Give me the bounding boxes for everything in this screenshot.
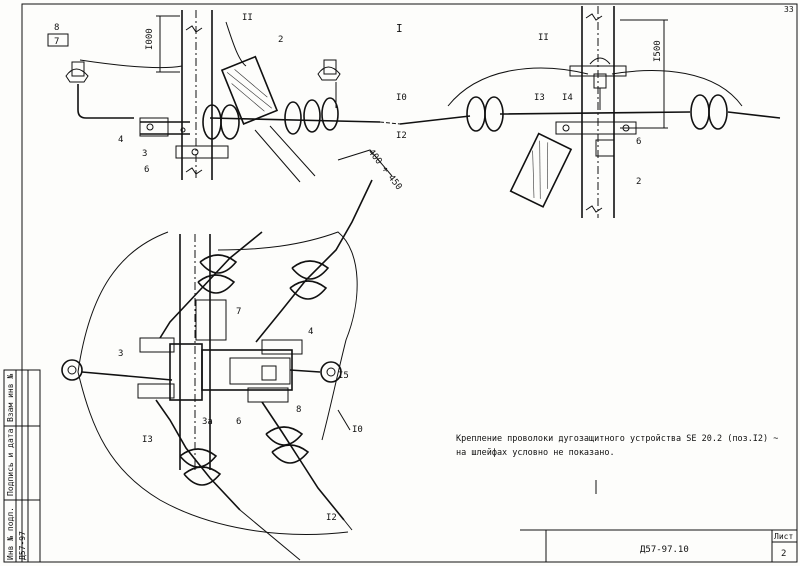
top-right-view [399,6,781,218]
callout-15: I5 [338,371,349,381]
document-code: Д57-97.10 [640,545,689,555]
sheet-label: Лист [774,532,793,541]
callout-5-left: 6 [144,165,149,175]
note-line-2: на шлейфах условно не показано. [456,448,615,458]
insulator [199,254,238,274]
callout-5-plan: 6 [236,417,241,427]
callout-13-top: I3 [534,93,545,103]
conductor-loop [77,231,358,535]
callout-14: I4 [562,93,573,103]
callout-3-left: 3 [142,149,147,159]
arc-loop [447,67,743,107]
pin-insulator [65,68,89,83]
callout-6: 7 [236,307,241,317]
note-line-1: Крепление проволоки дугозащитного устрой… [456,434,778,444]
callout-12-top: I2 [396,131,407,141]
callout-12-plan: I2 [326,513,337,523]
callout-10-top: I0 [396,93,407,103]
callout-2-left: 2 [278,35,283,45]
callout-9: 8 [296,405,301,415]
corner-mark: 33 [784,5,794,14]
callout-4-left: 4 [118,135,123,145]
stamp-code: Д57-97 [18,531,27,560]
stamp-field-2: Подпись и дата [6,428,15,496]
stamp-field-3: Взам инв № [6,374,15,422]
plan-view [61,149,393,561]
callout-4-plan: 4 [308,327,313,337]
callout-3a: 3а [202,417,213,427]
callout-13-plan: I3 [142,435,153,445]
side-stamp: Инв № подл. Д57-97 Подпись и дата Взам и… [3,369,41,563]
callout-5-right: 6 [636,137,641,147]
dimension-1500: I500 [653,40,663,62]
title-block: Д57-97.10 Лист 2 [520,529,797,562]
callout-8: 7 [54,37,59,47]
dimension-range: 400 ÷ 450 [366,148,404,193]
callout-10-plan: I0 [352,425,363,435]
stamp-field-1: Инв № подл. [6,507,15,560]
sheet-number: 2 [781,549,786,559]
callout-labels: 8 7 II 2 4 3 6 I I0 I2 I3 I4 II 6 2 7 4 … [47,13,641,523]
view-label-I: I [396,22,403,35]
callout-7: 8 [54,23,59,33]
callout-3-plan: 3 [118,349,123,359]
callout-11: II [538,33,549,43]
callout-2-right: 2 [636,177,641,187]
view-label-II: II [242,13,253,23]
top-left-view [65,10,401,183]
dimension-1000: I000 [145,28,155,50]
sheet-frame [21,3,798,563]
